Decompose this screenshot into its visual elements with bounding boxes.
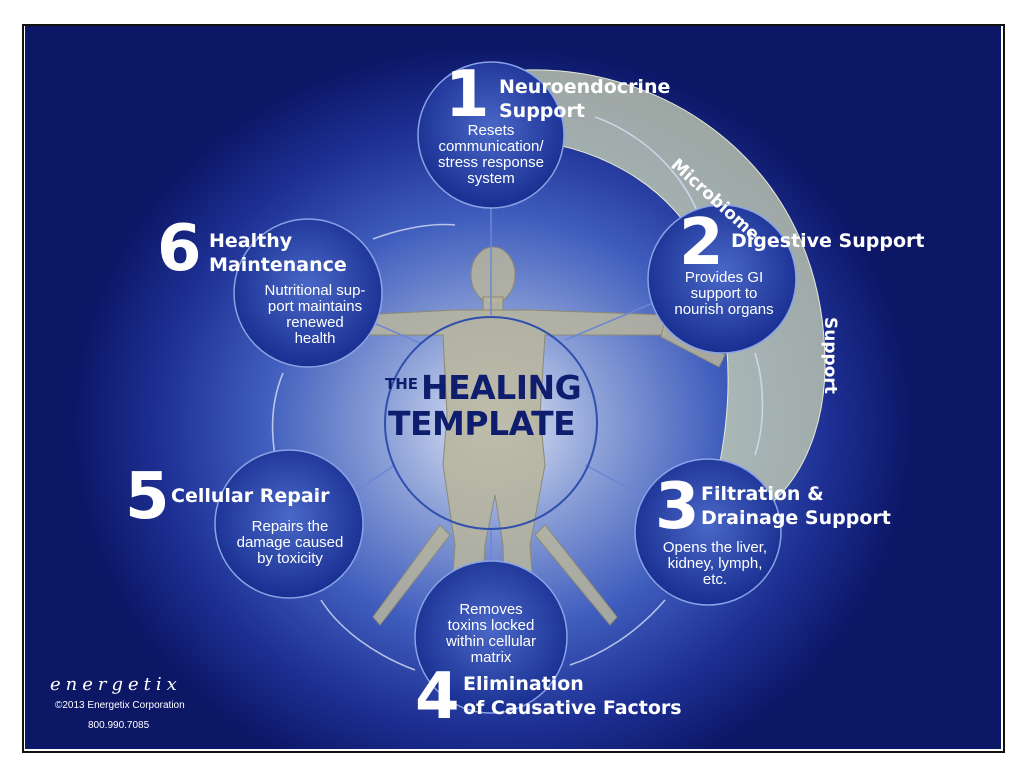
center-title-line2: TEMPLATE xyxy=(388,404,576,443)
center-title-prefix: THE xyxy=(385,375,419,393)
phone-number: 800.990.7085 xyxy=(88,720,150,731)
step-1-title: Neuroendocrine Support xyxy=(499,76,671,122)
step-2-number: 2 xyxy=(679,206,724,280)
step-2-description: Provides GI support to nourish organs xyxy=(674,269,774,318)
step-4-circle xyxy=(414,560,568,714)
step-5-title: Cellular Repair xyxy=(171,485,330,507)
step-6-title: Healthy Maintenance xyxy=(209,230,347,276)
step-3-title: Filtration & Drainage Support xyxy=(701,483,891,529)
support-label: Support xyxy=(820,317,840,394)
cycle-arrows xyxy=(271,116,764,671)
step-4-number: 4 xyxy=(415,660,460,734)
step-1-circle xyxy=(417,61,565,209)
step-5-circle xyxy=(214,449,364,599)
step-1-number: 1 xyxy=(445,58,490,132)
step-1-description: Resets communication/ stress response sy… xyxy=(438,122,544,187)
diagram-panel: Microbiome Support THE HEALING TEMPLATE … xyxy=(25,25,1001,749)
step-6-number: 6 xyxy=(157,212,202,286)
step-2-title: Digestive Support xyxy=(731,230,925,252)
center-title-line1: HEALING xyxy=(421,368,582,407)
step-3-number: 3 xyxy=(655,470,700,544)
step-2-circle xyxy=(647,204,797,354)
step-4-description: Removes toxins locked within cellular ma… xyxy=(445,601,537,666)
step-6-circle xyxy=(233,218,383,368)
step-circles xyxy=(214,61,797,714)
step-4-title: Elimination of Causative Factors xyxy=(463,673,682,719)
diagram-artwork xyxy=(214,61,826,714)
copyright-text: ©2013 Energetix Corporation xyxy=(55,700,185,711)
step-5-number: 5 xyxy=(125,460,170,534)
center-circle xyxy=(384,316,598,530)
step-5-description: Repairs the damage caused by toxicity xyxy=(236,518,344,567)
step-6-description: Nutritional sup- port maintains renewed … xyxy=(264,282,366,347)
step-3-circle xyxy=(634,458,782,606)
step-3-description: Opens the liver, kidney, lymph, etc. xyxy=(662,539,768,588)
energetix-logo: energetix xyxy=(50,674,182,695)
